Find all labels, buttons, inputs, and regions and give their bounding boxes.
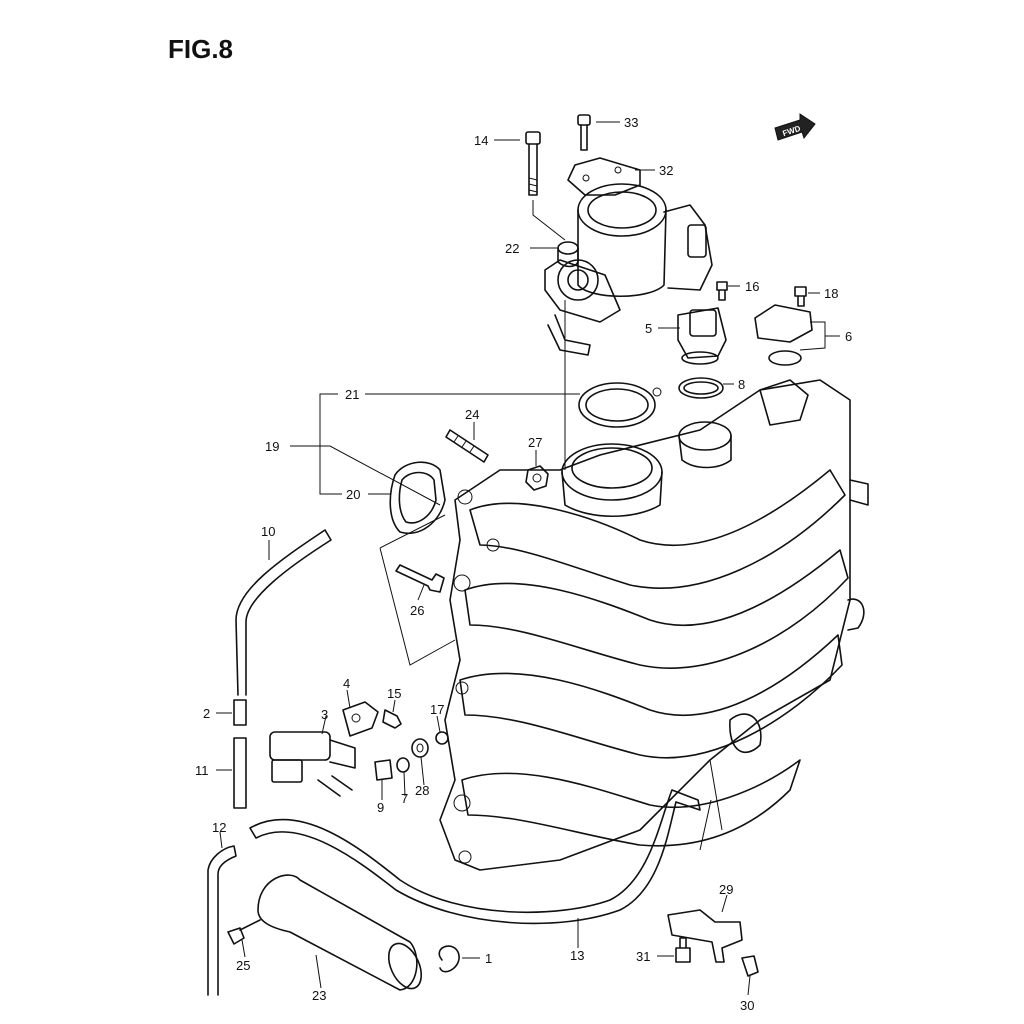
map-sensor — [754, 304, 813, 366]
callout-26: 26 — [410, 603, 424, 618]
callout-10: 10 — [261, 524, 275, 539]
callout-20: 20 — [346, 487, 360, 502]
callout-33: 33 — [624, 115, 638, 130]
callout-18: 18 — [824, 286, 838, 301]
callout-5: 5 — [645, 321, 652, 336]
isc-valve — [677, 307, 727, 365]
callout-8: 8 — [738, 377, 745, 392]
callout-25: 25 — [236, 958, 250, 973]
hoses — [207, 529, 743, 996]
callout-13: 13 — [570, 948, 584, 963]
callout-7: 7 — [401, 791, 408, 806]
callout-9: 9 — [377, 800, 384, 815]
figure-title: FIG.8 — [168, 34, 233, 64]
callout-22: 22 — [505, 241, 519, 256]
callout-17: 17 — [430, 702, 444, 717]
callout-19: 19 — [265, 439, 279, 454]
callout-29: 29 — [719, 882, 733, 897]
callout-2: 2 — [203, 706, 210, 721]
callout-4: 4 — [343, 676, 350, 691]
fasteners — [227, 114, 807, 977]
callout-11: 11 — [195, 763, 209, 778]
intake-manifold — [439, 300, 869, 871]
callout-12: 12 — [212, 820, 226, 835]
callout-labels: 14 33 32 22 16 18 5 6 8 21 24 19 27 20 1… — [195, 115, 852, 1013]
callout-3: 3 — [321, 707, 328, 722]
callout-16: 16 — [745, 279, 759, 294]
fwd-arrow-icon: FWD — [774, 113, 816, 141]
gaskets — [389, 157, 724, 535]
callout-28: 28 — [415, 783, 429, 798]
callout-30: 30 — [740, 998, 754, 1013]
callout-6: 6 — [845, 329, 852, 344]
callout-31: 31 — [636, 949, 650, 964]
throttle-body — [544, 183, 713, 356]
callout-24: 24 — [465, 407, 479, 422]
leader-lines — [216, 121, 840, 996]
callout-1: 1 — [485, 951, 492, 966]
vsv-valve — [269, 701, 379, 797]
callout-32: 32 — [659, 163, 673, 178]
callout-23: 23 — [312, 988, 326, 1003]
callout-27: 27 — [528, 435, 542, 450]
callout-21: 21 — [345, 387, 359, 402]
callout-14: 14 — [474, 133, 488, 148]
callout-15: 15 — [387, 686, 401, 701]
